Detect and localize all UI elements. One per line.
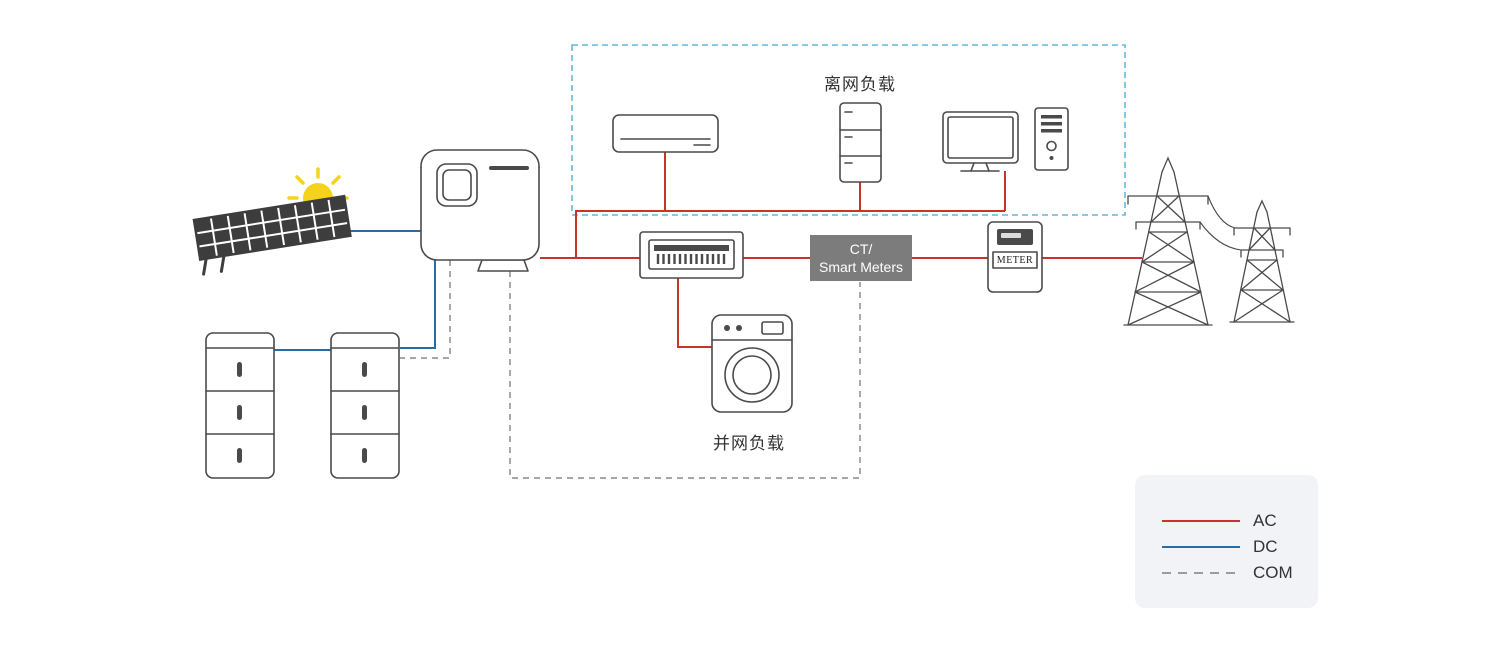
ct-box-line2: Smart Meters (818, 259, 903, 275)
washing-machine-icon (711, 314, 793, 413)
legend-item-com: COM (1162, 560, 1318, 586)
transmission-tower-small-icon (1229, 199, 1295, 323)
battery-tower-icon (205, 332, 275, 479)
legend-label-ac: AC (1253, 511, 1277, 530)
off-grid-loads-label: 离网负载 (824, 75, 896, 94)
dc-lines (274, 230, 436, 351)
distribution-box-icon (639, 231, 744, 279)
legend: AC DC COM (1135, 475, 1318, 608)
legend-label-dc: DC (1253, 537, 1278, 556)
legend-label-com: COM (1253, 563, 1293, 582)
ct-box-line1: CT/ (849, 240, 873, 257)
ac-line-sample (1162, 519, 1240, 523)
on-grid-loads-label: 并网负载 (713, 434, 785, 453)
legend-item-dc: DC (1162, 534, 1318, 560)
inverter-icon (420, 149, 540, 272)
computer-icon (942, 107, 1069, 172)
battery-tower-icon (330, 332, 400, 479)
transmission-tower-large-icon (1123, 156, 1213, 326)
ct-smart-meter-box: CT/ Smart Meters (810, 235, 912, 281)
power-lines-icon (1199, 195, 1242, 251)
dc-line-sample (1162, 545, 1240, 549)
ac-lines (540, 152, 1142, 348)
meter-label: METER (996, 255, 1034, 266)
legend-item-ac: AC (1162, 508, 1318, 534)
energy-meter-icon (987, 221, 1043, 293)
com-lines (400, 260, 861, 479)
solar-panel-icon (192, 194, 352, 276)
refrigerator-icon (839, 102, 882, 183)
air-conditioner-icon (612, 114, 719, 153)
off-grid-zone-border (571, 44, 1126, 216)
com-line-sample (1162, 572, 1240, 574)
